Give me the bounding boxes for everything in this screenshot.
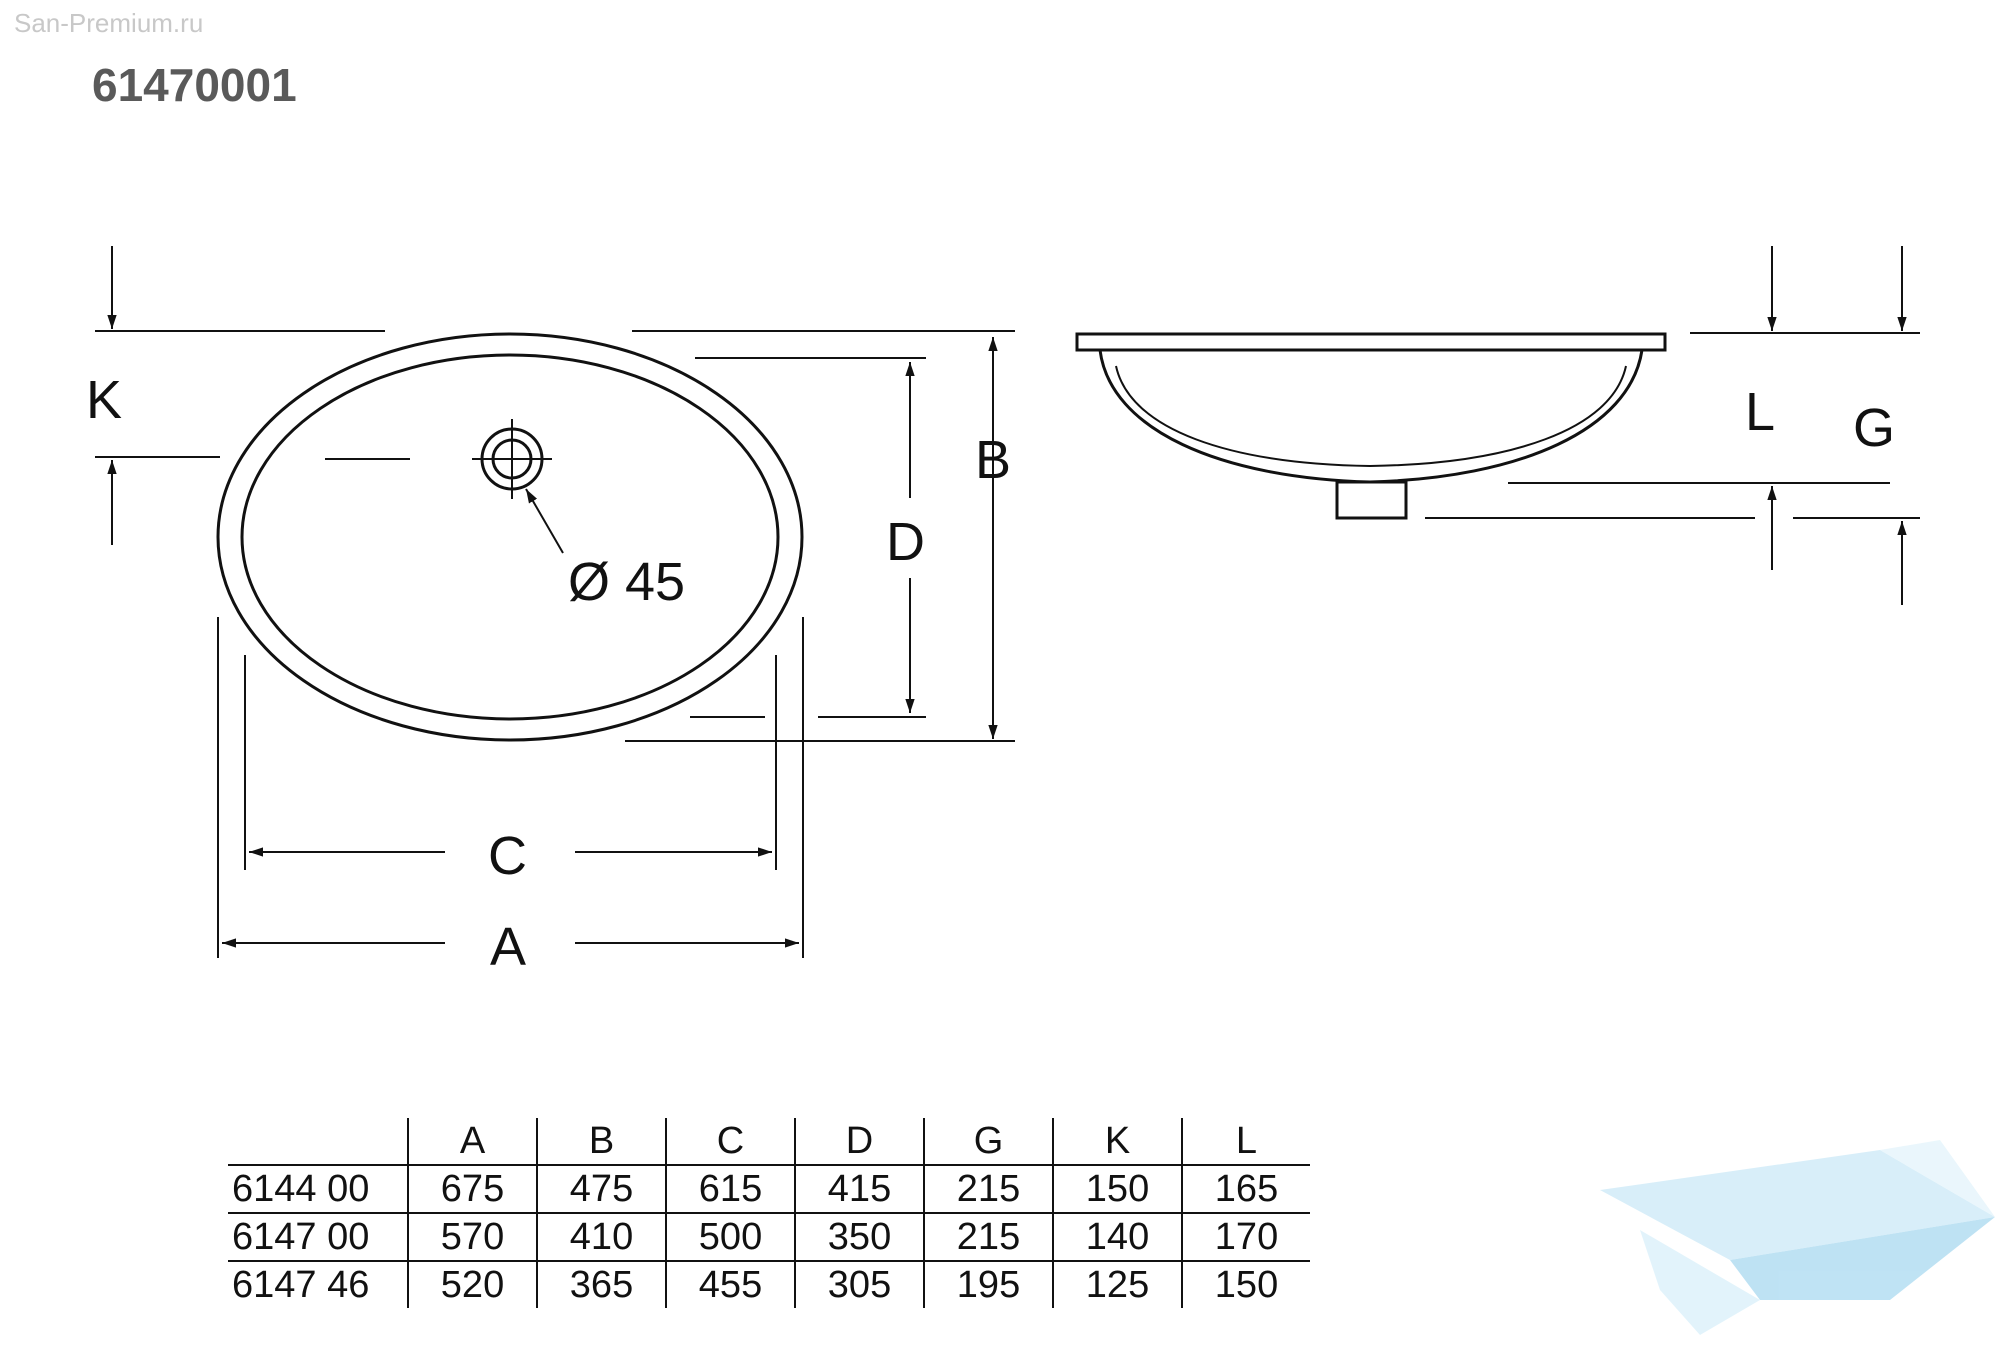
table-cell: 475: [536, 1165, 666, 1214]
table-cell: 215: [923, 1165, 1053, 1214]
table-row: 6147 46 520 365 455 305 195 125 150: [228, 1261, 1310, 1308]
table-cell: 410: [536, 1213, 666, 1262]
section-view: L G: [1075, 246, 1920, 605]
plan-view: Ø 45 K B D: [86, 246, 1015, 977]
drain-diameter-label: Ø 45: [568, 552, 685, 612]
table-cell: 165: [1181, 1165, 1310, 1214]
drain-outlet: [1335, 480, 1408, 520]
table-cell: 125: [1052, 1261, 1182, 1308]
dim-G-label: G: [1853, 398, 1895, 458]
table-header-row: A B C D G K L: [228, 1118, 1310, 1166]
basin-inner-outline: [240, 353, 780, 721]
table-column-header: C: [665, 1118, 795, 1166]
dim-D-label: D: [886, 512, 925, 572]
table-cell: 305: [794, 1261, 924, 1308]
bowl-outer: [1098, 349, 1644, 484]
table-cell: 150: [1181, 1261, 1310, 1308]
dimensions-table: A B C D G K L 6144 00 675 475 615 415 21…: [228, 1118, 1310, 1308]
table-cell: 455: [665, 1261, 795, 1308]
model-cell: 6144 00: [228, 1165, 408, 1214]
table-row: 6144 00 675 475 615 415 215 150 165: [228, 1165, 1310, 1214]
dim-G: [1425, 246, 1920, 605]
dim-L-label: L: [1745, 382, 1775, 442]
table-cell: 500: [665, 1213, 795, 1262]
model-cell: 6147 00: [228, 1213, 408, 1262]
table-cell: 570: [407, 1213, 537, 1262]
table-column-header: K: [1052, 1118, 1182, 1166]
basin-outer-outline: [216, 332, 804, 742]
table-cell: 215: [923, 1213, 1053, 1262]
dim-A: [217, 617, 804, 958]
page-title: 61470001: [92, 59, 297, 111]
dim-D: [690, 357, 926, 718]
table-column-header: D: [794, 1118, 924, 1166]
watermark-text: San-Premium.ru: [14, 8, 204, 38]
dim-K-label: K: [86, 370, 122, 430]
table-cell: 150: [1052, 1165, 1182, 1214]
dim-B: [625, 337, 1015, 742]
bowl-inner: [1115, 365, 1627, 468]
table-cell: 675: [407, 1165, 537, 1214]
table-column-header: A: [407, 1118, 537, 1166]
dim-B-label: B: [975, 430, 1011, 490]
table-column-header: B: [536, 1118, 666, 1166]
table-row: 6147 00 570 410 500 350 215 140 170: [228, 1213, 1310, 1262]
table-cell: 350: [794, 1213, 924, 1262]
dim-L: [1508, 246, 1920, 570]
table-column-header: L: [1181, 1118, 1310, 1166]
table-column-header: G: [923, 1118, 1053, 1166]
drain-hole: [325, 419, 564, 554]
table-cell: 415: [794, 1165, 924, 1214]
dim-K: [95, 246, 1015, 545]
table-cell: 365: [536, 1261, 666, 1308]
table-cell: 140: [1052, 1213, 1182, 1262]
dim-C: [244, 655, 777, 870]
watermark-logo: [1600, 1140, 1995, 1335]
table-corner: [228, 1118, 408, 1166]
table-cell: 195: [923, 1261, 1053, 1308]
table-cell: 170: [1181, 1213, 1310, 1262]
rim-flange: [1075, 332, 1667, 352]
dim-A-label: A: [490, 917, 526, 977]
model-cell: 6147 46: [232, 1264, 370, 1306]
table-cell: 520: [407, 1261, 537, 1308]
dim-C-label: C: [488, 826, 527, 886]
table-cell: 615: [665, 1165, 795, 1214]
